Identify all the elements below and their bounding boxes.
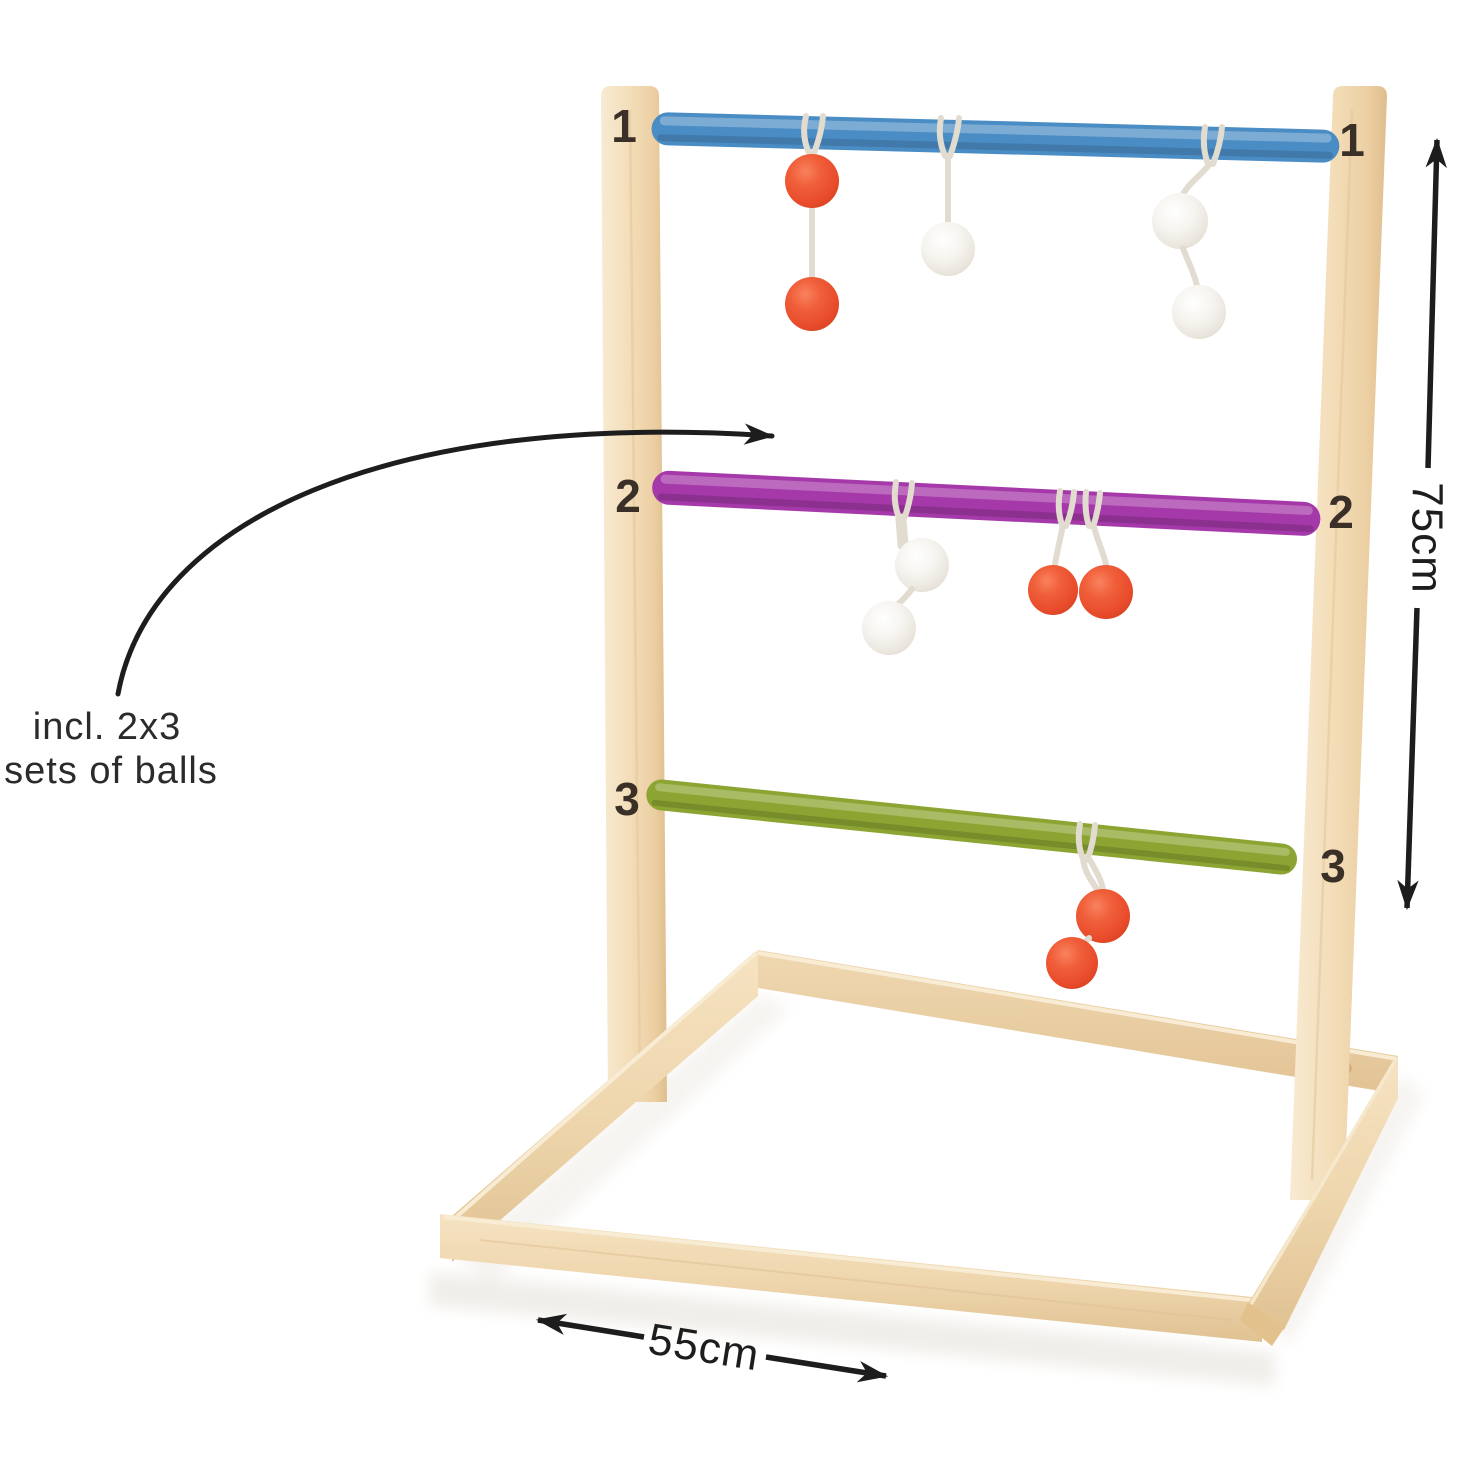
bola-white-rung1-right — [1152, 124, 1226, 339]
front-rail-highlight — [443, 1215, 1261, 1303]
white-ball — [1152, 193, 1208, 249]
ladder-posts — [601, 86, 1387, 1200]
white-ball — [921, 222, 975, 276]
curved-arrow — [115, 423, 775, 697]
front-rail-grain — [479, 1239, 1231, 1321]
front-rail — [440, 1214, 1262, 1342]
bola-string — [1052, 522, 1066, 567]
bola-string-loop — [1200, 124, 1211, 167]
bola-string — [1180, 245, 1200, 289]
rung-1-number-right: 1 — [1339, 114, 1365, 166]
right-post-grain — [1310, 109, 1354, 1181]
bola-string — [1087, 857, 1106, 892]
note-line-1: incl. 2x3 — [33, 706, 181, 748]
width-arrow-left — [535, 1313, 645, 1340]
rung-2 — [652, 470, 1321, 536]
left-post-grain — [628, 109, 642, 1091]
front-rail-shadow — [430, 1272, 1275, 1386]
rung-number-labels: 1 1 2 2 3 3 — [611, 100, 1365, 892]
left-rail-highlight — [452, 951, 758, 1221]
rung-2-number-left: 2 — [615, 470, 641, 522]
bola-string-loop — [1075, 821, 1086, 862]
back-rail-face — [758, 950, 1398, 1094]
back-rail-highlight — [757, 951, 1399, 1061]
left-rail-shadow — [455, 995, 790, 1285]
height-arrow-up — [1425, 137, 1447, 469]
bola-string — [1179, 161, 1213, 199]
right-post — [1290, 86, 1387, 1200]
bola-string — [1080, 856, 1101, 894]
rung-2-shade — [657, 493, 1314, 533]
bola-white-rung1-center — [921, 115, 975, 276]
orange-ball — [1046, 937, 1098, 989]
rung-3-bar — [646, 779, 1298, 875]
orange-ball — [1028, 565, 1078, 615]
white-ball — [862, 601, 916, 655]
bola-string-loop — [801, 113, 812, 156]
rung-1 — [651, 112, 1340, 163]
bola-string-loop — [1063, 489, 1077, 529]
right-side-rail — [1248, 1056, 1398, 1330]
height-arrow-down — [1397, 607, 1420, 911]
right-rail-end-grain — [1240, 1302, 1284, 1346]
bola-string-loop — [1210, 124, 1225, 167]
white-ball — [1172, 285, 1226, 339]
orange-ball — [1079, 565, 1133, 619]
height-dimension: 75cm — [1397, 137, 1451, 911]
bola-strap — [895, 513, 909, 551]
rung-3-number-left: 3 — [614, 773, 640, 825]
orange-ball — [1076, 889, 1130, 943]
rung-1-highlight — [659, 116, 1332, 143]
rung-3-number-right: 3 — [1320, 840, 1346, 892]
rung-3-highlight — [655, 783, 1290, 856]
rung-2-highlight — [660, 474, 1313, 516]
rung-3-shade — [651, 799, 1291, 872]
left-side-rail — [452, 950, 758, 1262]
width-arrow-right — [765, 1354, 889, 1383]
bola-orange-rung2 — [1028, 488, 1133, 619]
note-line-2: sets of balls — [4, 750, 218, 792]
rung-1-shade — [657, 134, 1334, 159]
bola-orange-rung3 — [1046, 821, 1130, 989]
bola-string-loop — [1055, 488, 1065, 528]
bola-string-loop — [1084, 822, 1098, 863]
right-rail-highlight — [1248, 1058, 1398, 1307]
orange-ball — [785, 154, 839, 208]
bola-orange-rung1 — [785, 113, 839, 331]
height-dimension-label: 75cm — [1402, 482, 1451, 594]
rung-3 — [646, 779, 1298, 875]
bola-white-rung2 — [862, 479, 949, 655]
bola-string — [1091, 524, 1109, 567]
bola-string-loop — [947, 115, 962, 159]
white-ball — [895, 538, 949, 592]
bola-string-loop — [936, 115, 948, 159]
rung-2-number-right: 2 — [1328, 486, 1354, 538]
rung-2-bar — [652, 470, 1321, 536]
rung-1-number-left: 1 — [611, 100, 637, 152]
bola-string-loop — [1082, 489, 1092, 529]
base-frame — [440, 950, 1398, 1346]
note-annotation: incl. 2x3 sets of balls — [4, 423, 775, 792]
bola-string-loop — [811, 113, 826, 156]
orange-ball — [785, 277, 839, 331]
